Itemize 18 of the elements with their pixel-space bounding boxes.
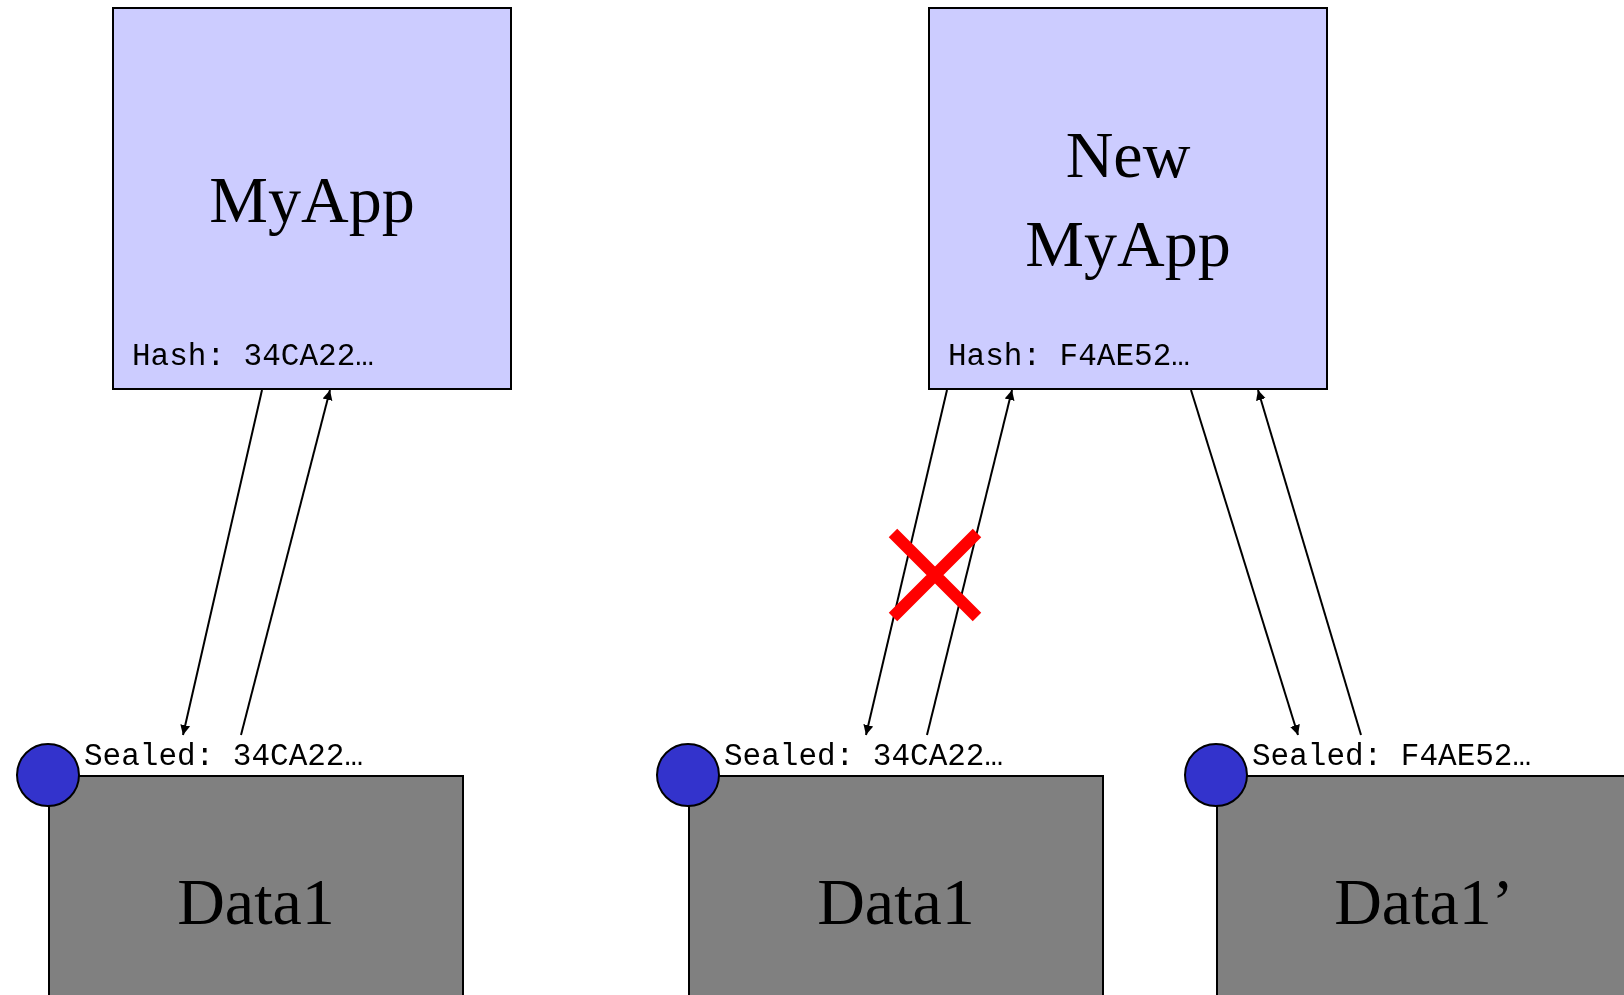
app-box: [928, 7, 1328, 390]
hash-label: Hash: F4AE52…: [948, 339, 1190, 374]
sealed-label: Sealed: 34CA22…: [724, 739, 1004, 774]
arrow: [180, 389, 263, 736]
app-box: [112, 7, 512, 390]
sealed-label: Sealed: 34CA22…: [84, 739, 364, 774]
arrow: [240, 389, 333, 736]
sealed-label: Sealed: F4AE52…: [1252, 739, 1532, 774]
arrow: [1256, 389, 1362, 736]
hash-label: Hash: 34CA22…: [132, 339, 374, 374]
data-name: Data1: [176, 864, 336, 940]
data-name: Data1: [816, 864, 976, 940]
arrow: [1190, 389, 1300, 736]
arrow: [863, 389, 948, 736]
arrow: [926, 389, 1015, 736]
data-name: Data1’: [1333, 864, 1515, 940]
app-name: MyApp: [208, 161, 416, 238]
app-name: New MyApp: [1024, 117, 1232, 283]
